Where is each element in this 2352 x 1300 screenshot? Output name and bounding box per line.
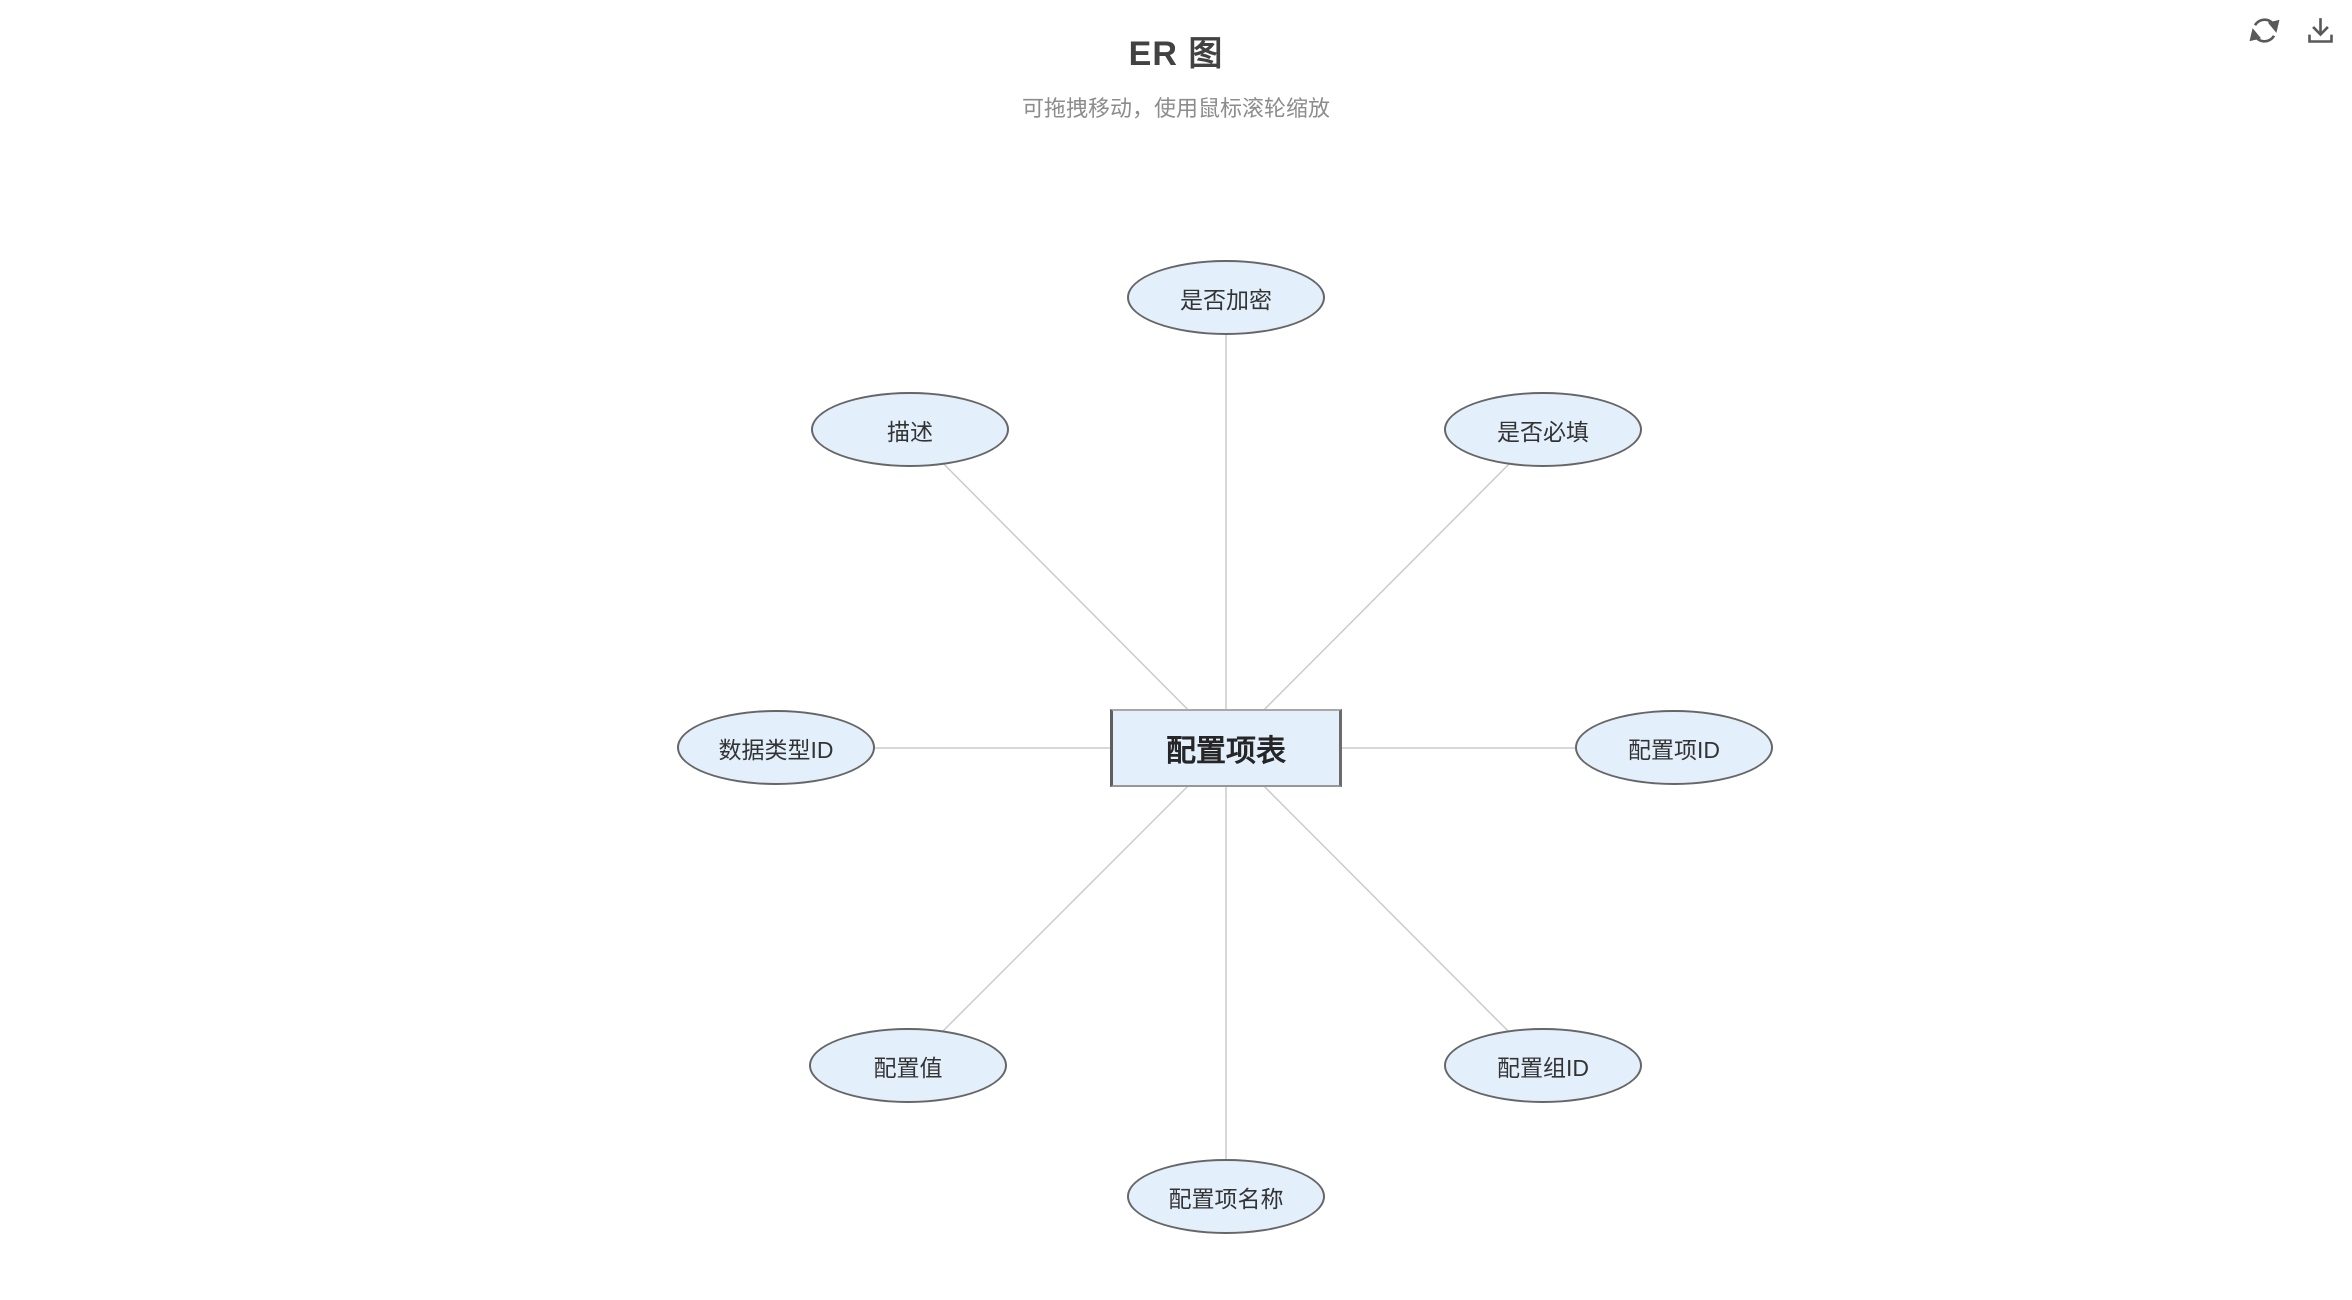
refresh-icon <box>2249 17 2279 43</box>
connector-line <box>1225 747 1544 1067</box>
attribute-label: 配置项ID <box>1628 736 1720 763</box>
attribute-node-bottom[interactable]: 配置项名称 <box>1127 1159 1325 1234</box>
attribute-node-right[interactable]: 配置项ID <box>1575 710 1773 785</box>
attribute-label: 是否必填 <box>1497 418 1589 445</box>
attribute-label: 配置项名称 <box>1168 1185 1284 1212</box>
entity-label: 配置项表 <box>1166 735 1286 768</box>
attribute-node-left[interactable]: 数据类型ID <box>677 710 875 785</box>
download-icon <box>2307 17 2333 43</box>
refresh-button[interactable] <box>2242 8 2286 52</box>
attribute-label: 描述 <box>887 418 933 445</box>
attribute-label: 数据类型ID <box>718 736 834 763</box>
toolbar <box>2242 8 2342 52</box>
attribute-label: 配置值 <box>873 1054 943 1081</box>
connector-line <box>1225 429 1544 749</box>
attribute-node-top-left[interactable]: 描述 <box>811 392 1009 467</box>
attribute-label: 配置组ID <box>1497 1054 1589 1081</box>
download-button[interactable] <box>2298 8 2342 52</box>
attribute-node-top-right[interactable]: 是否必填 <box>1444 392 1642 467</box>
attribute-node-top[interactable]: 是否加密 <box>1127 260 1325 335</box>
connector-line <box>909 429 1227 749</box>
attribute-node-bottom-right[interactable]: 配置组ID <box>1444 1028 1642 1103</box>
attribute-node-bottom-left[interactable]: 配置值 <box>809 1028 1007 1103</box>
connector-line <box>907 747 1227 1067</box>
entity-node[interactable]: 配置项表 <box>1110 709 1342 787</box>
attribute-label: 是否加密 <box>1180 286 1272 313</box>
